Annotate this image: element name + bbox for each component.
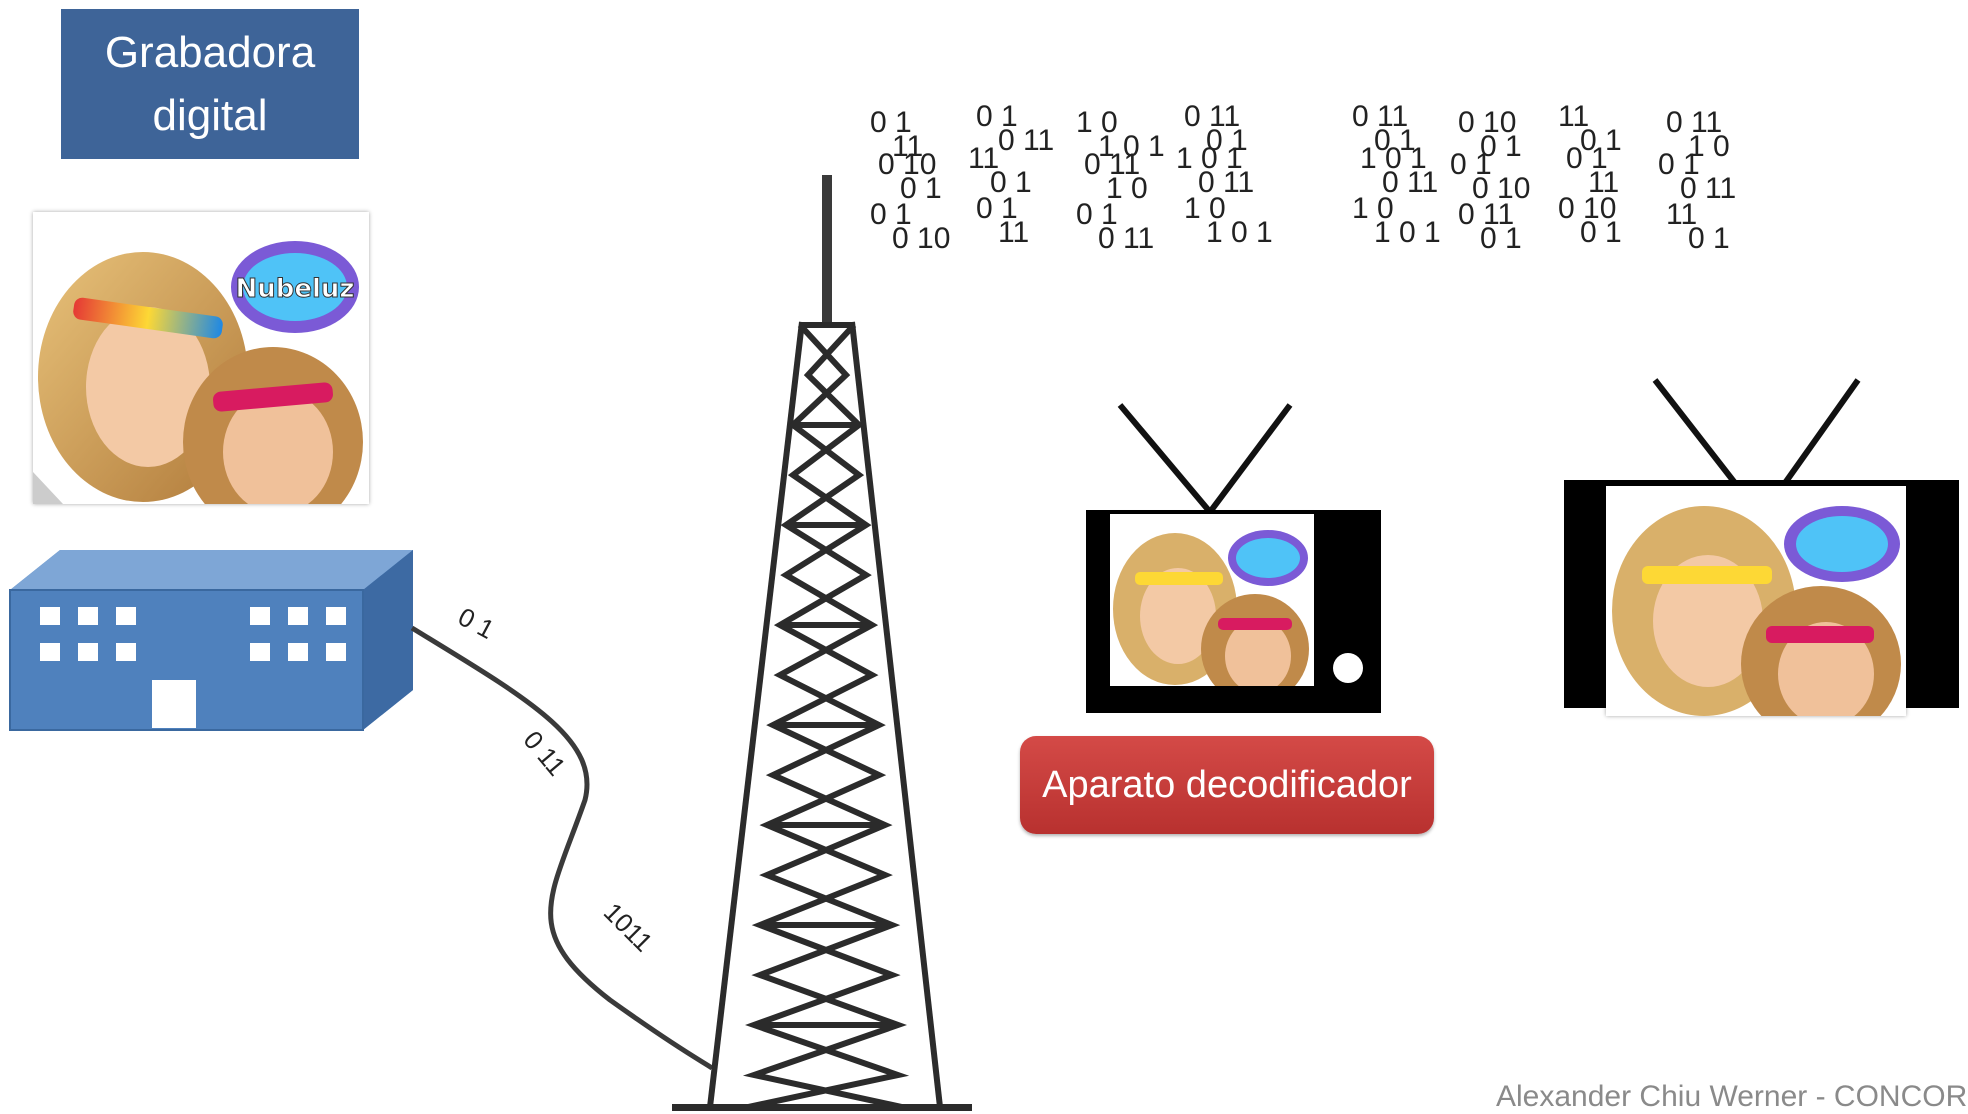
binary-fragment: 0 10	[892, 222, 951, 255]
binary-fragment: 1 0	[1352, 192, 1394, 225]
binary-fragment: 11	[1558, 100, 1590, 133]
photo-logo: Nubeluz	[235, 274, 354, 304]
binary-fragment: 1 0	[1106, 172, 1148, 205]
recorder-title-line2: digital	[152, 91, 268, 140]
photo-illustration: Nubeluz	[33, 241, 363, 504]
binary-fragment: 0 1	[1566, 142, 1608, 175]
building	[9, 550, 413, 731]
binary-fragment: 1 0 1	[1176, 142, 1243, 175]
binary-fragment: 0 1	[976, 100, 1018, 133]
binary-fragment: 0 11	[1198, 166, 1255, 199]
binary-fragment: 0 1	[1580, 216, 1622, 249]
binary-fragment: 0 11	[1680, 172, 1737, 205]
binary-fragment: 0 1	[1580, 124, 1622, 157]
binary-fragment: 0 1	[1688, 222, 1730, 255]
binary-fragment: 1 0 1	[1360, 142, 1427, 175]
binary-fragment: 1 0	[1688, 130, 1730, 163]
binary-fragment: 11	[1666, 198, 1698, 231]
binary-fragment: 11	[998, 216, 1030, 249]
footer-credit: Alexander Chiu Werner - CONCOR	[1496, 1080, 1968, 1113]
binary-fragment: 0 11	[1382, 166, 1439, 199]
binary-fragment: 0 1	[1206, 124, 1248, 157]
binary-fragment: 11	[968, 142, 1000, 175]
tv-small-screen-photo	[1110, 514, 1314, 686]
binary-fragment: 0 1	[870, 198, 912, 231]
binary-fragment: 0 11	[1084, 148, 1141, 181]
recorder-title-line1: Grabadora	[104, 28, 316, 77]
binary-fragment: 0 11	[1098, 222, 1155, 255]
binary-fragment: 0 1	[1374, 124, 1416, 157]
binary-fragment: 0 1	[1658, 148, 1700, 181]
binary-fragment: 0 1	[990, 166, 1032, 199]
binary-fragment: 11	[892, 130, 924, 163]
binary-fragment: 0 11	[1666, 106, 1723, 139]
binary-fragment: 0 1	[1480, 130, 1522, 163]
binary-fragment: 0 1	[1480, 222, 1522, 255]
binary-fragment: 0 10	[1558, 192, 1617, 225]
decoder-label: Aparato decodificador	[1020, 736, 1434, 834]
binary-fragment: 1 0	[1076, 106, 1118, 139]
binary-fragment: 0 11	[998, 124, 1055, 157]
binary-fragment: 1 0 1	[1206, 216, 1273, 249]
source-photo: Nubeluz	[33, 212, 369, 504]
binary-fragment: 1 0 1	[1098, 130, 1165, 163]
binary-fragment: 0 1	[1076, 198, 1118, 231]
binary-fragment: 0 11	[1184, 100, 1241, 133]
binary-fragment: 0 10	[1472, 172, 1531, 205]
binary-fragment: 0 11	[1458, 198, 1515, 231]
binary-fragment: 0 1	[976, 192, 1018, 225]
binary-fragment: 11	[1588, 166, 1620, 199]
binary-fragment: 1 0 1	[1374, 216, 1441, 249]
binary-fragment: 0 1	[900, 172, 942, 205]
binary-fragment: 0 11	[1352, 100, 1409, 133]
tv-large-screen-photo	[1606, 486, 1906, 716]
binary-fragment: 0 1	[870, 106, 912, 139]
binary-fragment: 0 10	[1458, 106, 1517, 139]
binary-fragment: 0 1	[1450, 148, 1492, 181]
binary-fragment: 0 10	[878, 148, 937, 181]
binary-fragment: 1 0	[1184, 192, 1226, 225]
recorder-title-box: Grabadora digital	[61, 9, 359, 159]
